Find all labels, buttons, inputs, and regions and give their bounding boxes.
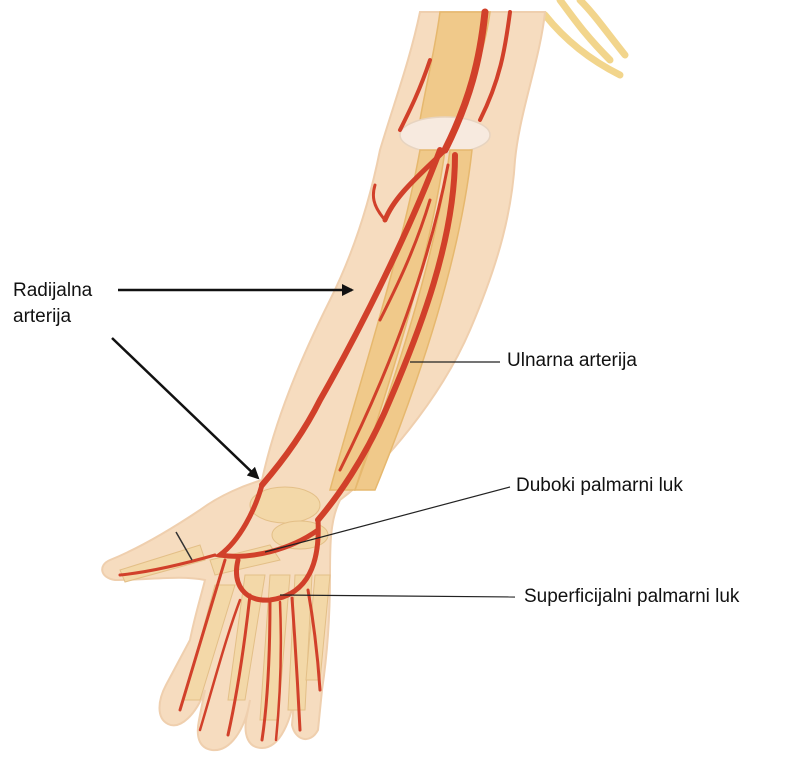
nerve-strands [545,0,625,75]
ulnar-artery-label: Ulnarna arterija [507,349,637,373]
deep-palmar-arch-label: Duboki palmarni luk [516,474,683,498]
radial-arrow-lower [112,338,258,478]
superficial-palmar-arch-label: Superficijalni palmarni luk [524,585,739,609]
radial-artery-label-2: arterija [13,305,71,329]
radial-artery-label-1: Radijalna [13,279,92,303]
